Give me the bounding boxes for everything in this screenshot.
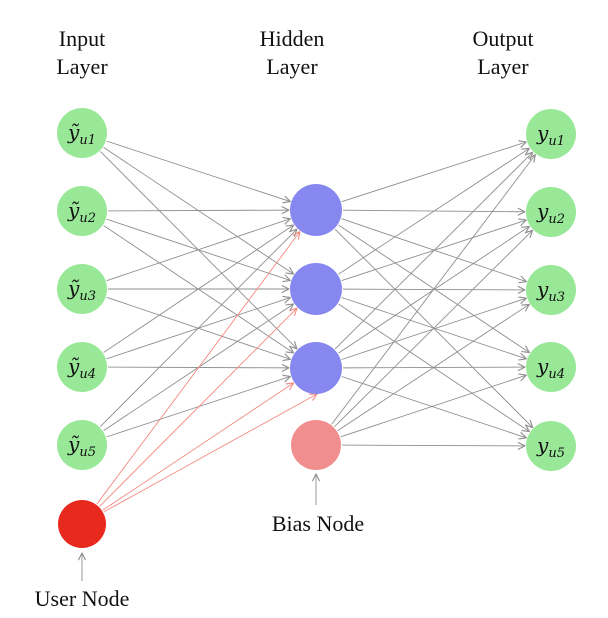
edge-i3-h1	[106, 217, 291, 282]
node-i5	[57, 420, 107, 470]
node-i3	[57, 264, 107, 314]
hidden-layer-header-line1: Hidden	[259, 26, 325, 51]
node-i1	[57, 108, 107, 158]
output-layer-header: Output Layer	[472, 25, 533, 81]
edge-user-h2	[99, 307, 298, 507]
edge-h3-o5	[341, 376, 527, 440]
edge-h1-o1	[341, 140, 527, 203]
edge-bias-o1	[331, 154, 536, 425]
node-i4	[57, 342, 107, 392]
hidden-layer-header: Hidden Layer	[260, 25, 325, 81]
input-layer-header-line2: Layer	[56, 54, 108, 79]
node-h1	[290, 184, 342, 236]
edge-bias-o2	[334, 229, 534, 428]
node-o3	[526, 265, 576, 315]
edge-bias-o3	[337, 303, 530, 432]
edge-i2-h1	[107, 206, 290, 215]
edge-user-point	[103, 393, 318, 513]
node-h3	[290, 342, 342, 394]
user-node-label: User Node	[34, 586, 130, 611]
input-layer-header-line1: Input	[58, 26, 106, 51]
edge-h2-o1	[338, 147, 530, 275]
bias-node-label: Bias Node	[271, 511, 365, 536]
node-h2	[290, 263, 342, 315]
node-o4	[526, 342, 576, 392]
node-o5	[526, 421, 576, 471]
node-i2	[57, 186, 107, 236]
hidden-layer-header-line2: Layer	[266, 54, 318, 79]
node-o2	[526, 187, 576, 237]
edge-h3-o1	[334, 151, 534, 350]
edge-i1-h1	[106, 140, 291, 204]
edge-i5-h1	[100, 228, 298, 427]
edge-user-h1	[96, 231, 301, 505]
node-user	[58, 500, 106, 548]
output-layer-header-line2: Layer	[477, 54, 529, 79]
output-layer-header-line1: Output	[472, 26, 534, 51]
edge-bias-o5	[341, 441, 526, 450]
edge-bias-o4	[340, 373, 527, 438]
edge-i4-h1	[103, 224, 295, 353]
node-bias	[291, 420, 341, 470]
edge-user-h3	[102, 382, 295, 511]
node-o1	[526, 109, 576, 159]
input-layer-header: Input Layer	[56, 25, 107, 81]
edge-h3-o2	[338, 225, 530, 354]
edge-h3-o3	[341, 296, 527, 360]
